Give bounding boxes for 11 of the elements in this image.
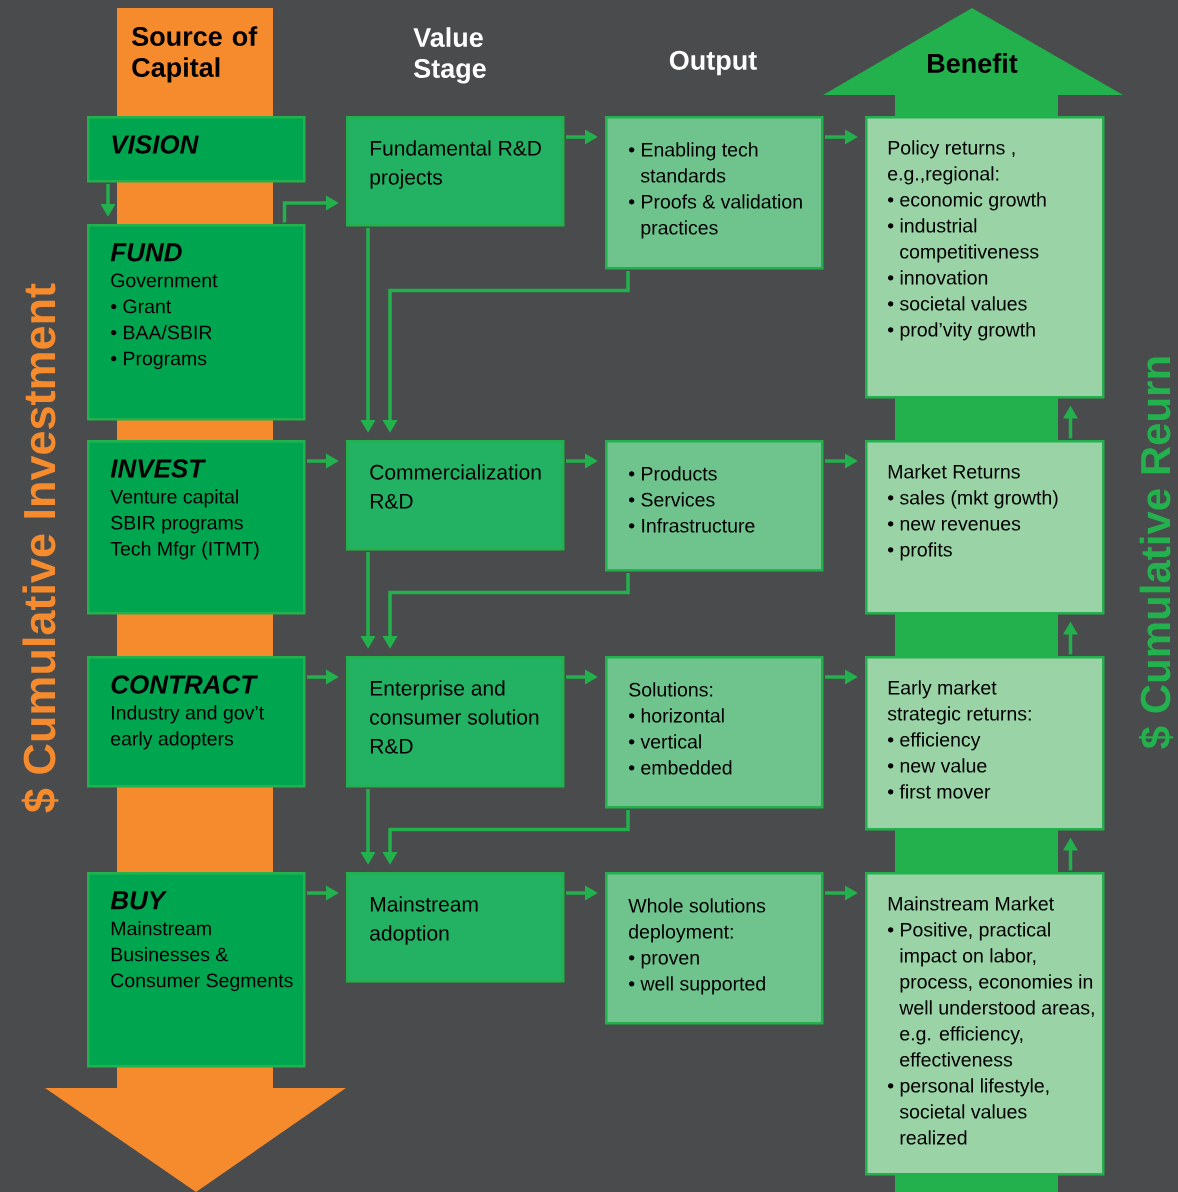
- process-box: Commercialization R&D: [346, 440, 565, 551]
- process-box: Enterprise and consumer solution R&D: [346, 656, 565, 788]
- output-box: Whole solutions deployment: • proven • well supported: [605, 872, 824, 1025]
- axis-title: $ Cumulative Reurn: [1138, 357, 1174, 749]
- process-box: Mainstream adoption: [346, 872, 565, 983]
- output-box: • Products • Services • Infrastructure: [605, 440, 824, 572]
- output-box: Solutions: • horizontal • vertical • embedded: [605, 656, 824, 809]
- column-heading: Value Stage: [413, 27, 486, 84]
- process-box: Fundamental R&D projects: [346, 116, 565, 227]
- output-box: • Enabling tech standards • Proofs & validation practices: [605, 116, 824, 270]
- column-heading: Output: [669, 50, 757, 76]
